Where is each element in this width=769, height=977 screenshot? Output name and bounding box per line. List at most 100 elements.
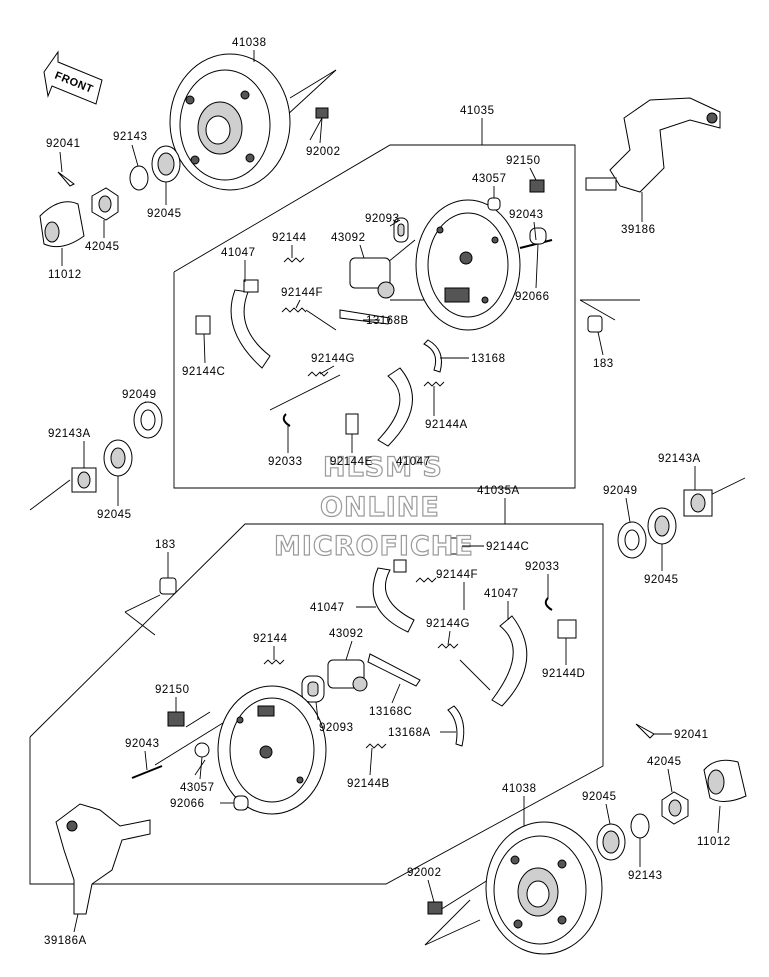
clip-92144C-top: [195, 315, 211, 335]
brake-shoe-top-left: [230, 279, 271, 369]
cotter-pin-bottom: [635, 723, 655, 739]
spring-92144G-top: [307, 371, 329, 377]
label-92143-top: 92143: [113, 131, 147, 143]
clip-92033-bottom: [544, 597, 553, 611]
knuckle-39186A: [55, 803, 151, 915]
part-labels: 41038 92041 92143 92045 42045 11012 9200…: [44, 37, 731, 947]
race-92143A-left: [71, 467, 97, 493]
brake-shoe-bottom-left: [372, 559, 415, 633]
clip-92033-top: [282, 413, 291, 427]
label-41038-bottom: 41038: [502, 783, 536, 795]
brake-shoe-top-right: [377, 367, 413, 447]
label-92150-bottom: 92150: [155, 684, 189, 696]
lever-13168: [423, 339, 442, 373]
washer-bottom: [630, 813, 650, 839]
watermark: HLSM'S ONLINE MICROFICHE: [273, 451, 473, 562]
plug-top: [487, 197, 501, 211]
label-92144F-top: 92144F: [281, 287, 323, 299]
brake-drum-top: [169, 53, 291, 191]
label-92066-bottom: 92066: [170, 798, 204, 810]
label-43092-top: 43092: [331, 232, 365, 244]
label-92041-bottom: 92041: [674, 729, 708, 741]
label-92144C-bottom: 92144C: [486, 541, 529, 553]
bearing-top: [151, 145, 181, 183]
guide-lines: [29, 69, 746, 946]
label-41047-top: 41047: [221, 247, 255, 259]
label-43092-bottom: 43092: [329, 628, 363, 640]
label-92045-right: 92045: [644, 574, 678, 586]
watermark-line-2: ONLINE: [320, 492, 440, 523]
label-92045-left: 92045: [97, 509, 131, 521]
hub-cap-top: [39, 201, 85, 248]
label-92049-right: 92049: [603, 485, 637, 497]
label-92144B: 92144B: [347, 778, 390, 790]
label-92143A-right: 92143A: [658, 453, 701, 465]
castle-nut-bottom: [661, 791, 689, 825]
label-92033-bottom: 92033: [525, 561, 559, 573]
label-92049-left: 92049: [122, 389, 156, 401]
label-41047b-bottom: 41047: [484, 588, 518, 600]
cap-top: [529, 227, 547, 245]
clip-92144E: [345, 413, 359, 435]
wheel-bolt-top: [309, 107, 329, 141]
label-13168: 13168: [471, 353, 505, 365]
lower-panel-outline: [29, 523, 604, 885]
label-92066-top: 92066: [515, 291, 549, 303]
gasket-bottom: [301, 675, 325, 703]
upper-panel-outline: [173, 144, 576, 489]
wheel-cylinder-top: [349, 257, 395, 299]
label-92093-bottom: 92093: [319, 722, 353, 734]
cotter-pin-top: [57, 171, 75, 187]
race-92143A-right: [683, 489, 713, 517]
label-39186: 39186: [621, 224, 655, 236]
label-92144-bottom: 92144: [253, 633, 288, 645]
seal-92049-left: [133, 401, 163, 439]
plug-bottom: [194, 742, 210, 758]
label-92093-top: 92093: [365, 213, 399, 225]
label-183-top: 183: [593, 358, 614, 370]
spring-92144A: [423, 381, 445, 387]
wheel-cylinder-bottom: [327, 659, 368, 692]
label-13168B: 13168B: [366, 315, 409, 327]
label-92045-bottom: 92045: [582, 791, 616, 803]
spring-92144-bottom: [263, 659, 285, 665]
label-11012-bottom: 11012: [697, 836, 731, 848]
label-43057-bottom: 43057: [180, 782, 214, 794]
label-92144D: 92144D: [542, 668, 585, 680]
label-43057-top: 43057: [472, 173, 506, 185]
label-92143A-left: 92143A: [48, 428, 91, 440]
label-92143-bottom: 92143: [628, 870, 662, 882]
label-41035: 41035: [460, 105, 494, 117]
label-41035A: 41035A: [477, 485, 520, 497]
label-92144C-top: 92144C: [182, 366, 225, 378]
bearing-92045-right: [647, 507, 677, 545]
pin-bottom: [131, 765, 163, 779]
knuckle-39186: [585, 97, 721, 193]
label-92043-bottom: 92043: [125, 738, 159, 750]
cap-bottom: [233, 795, 249, 811]
lever-13168A: [447, 705, 465, 747]
bearing-92045-left: [103, 439, 133, 477]
label-13168C: 13168C: [369, 706, 412, 718]
brake-shoe-bottom-right: [491, 615, 528, 707]
lever-13168B: [339, 309, 391, 325]
hub-cap-bottom: [703, 759, 747, 802]
bleeder-bolt-bottom: [167, 711, 185, 727]
watermark-line-1: HLSM'S: [323, 452, 443, 483]
label-92144-top: 92144: [272, 232, 307, 244]
label-92144E: 92144E: [330, 456, 373, 468]
label-92033-top: 92033: [268, 456, 302, 468]
label-92144G-bottom: 92144G: [426, 618, 470, 630]
washer-top: [129, 165, 149, 191]
gasket-top: [393, 217, 409, 243]
label-41047-bottom: 41047: [310, 602, 344, 614]
bolt-183-right: [587, 315, 603, 333]
castle-nut-top: [91, 187, 119, 221]
front-arrow: FRONT: [43, 50, 103, 105]
backing-plate-top: [415, 199, 521, 331]
spring-92144F-bottom: [415, 577, 437, 583]
label-92002-top: 92002: [306, 146, 340, 158]
spring-92144F-top: [281, 307, 337, 331]
label-92144A: 92144A: [425, 419, 468, 431]
